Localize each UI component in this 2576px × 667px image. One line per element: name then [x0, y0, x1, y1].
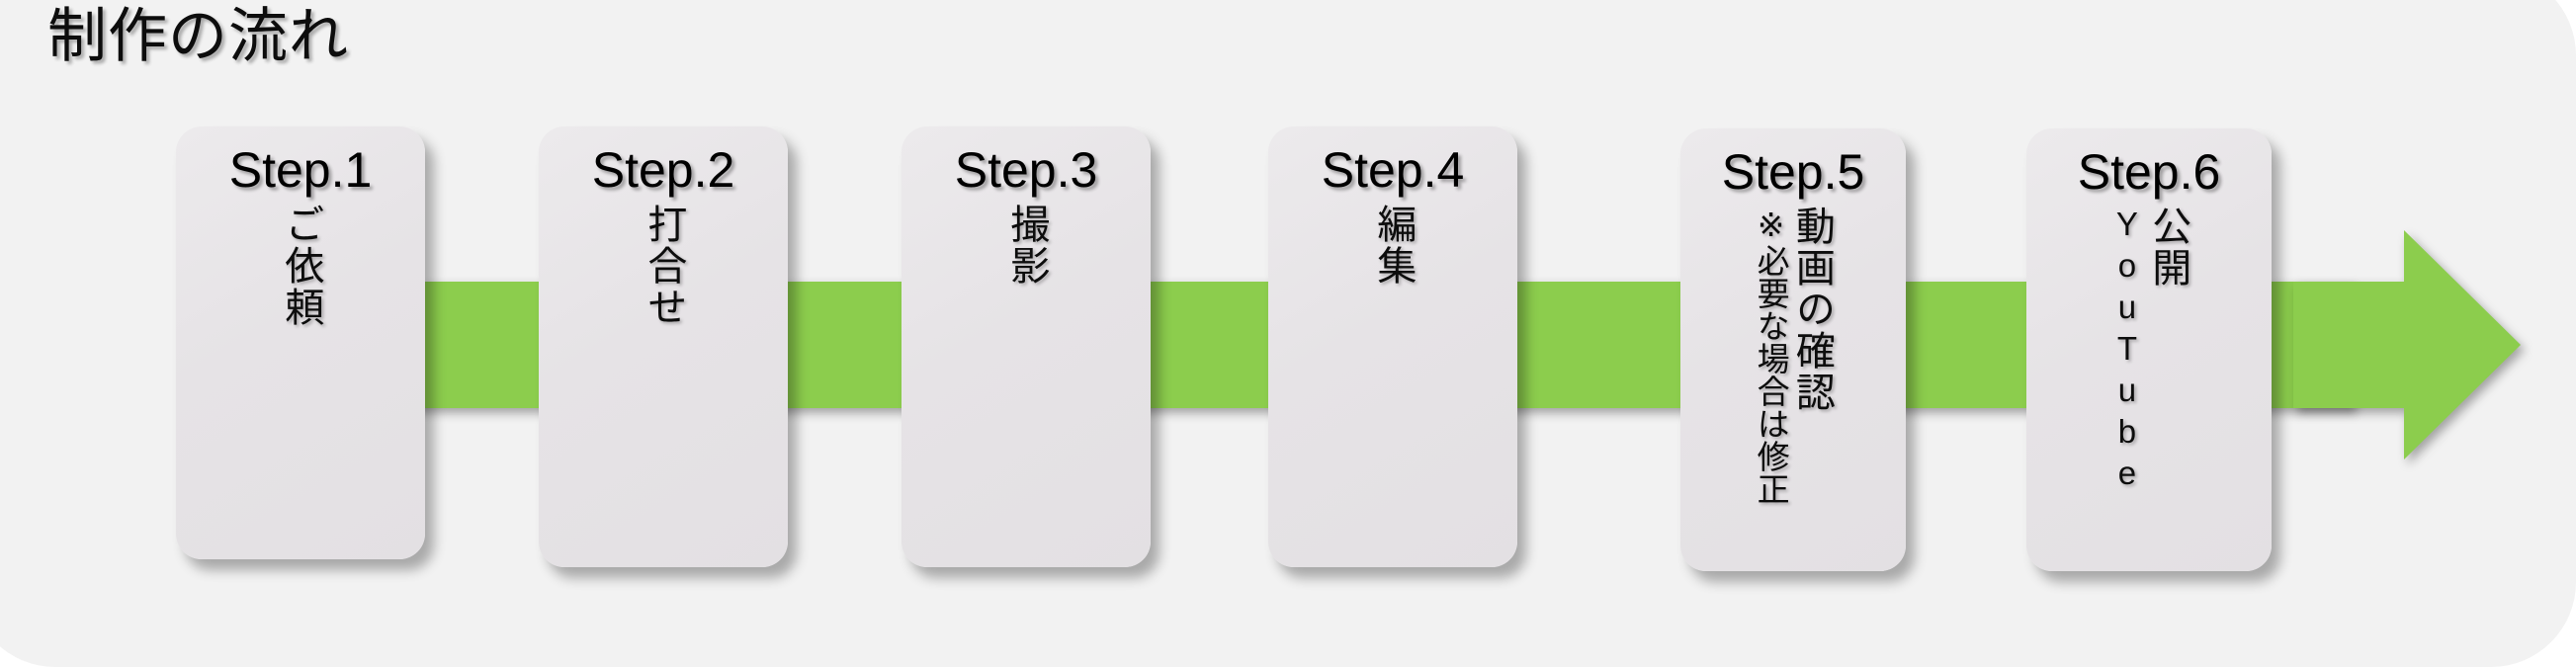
step-card-3-text-column-1: 撮影: [1004, 204, 1049, 287]
step-card-2-body: 打合せ: [539, 204, 788, 328]
step-card-5-text-column-1: 動画の確認: [1789, 206, 1834, 413]
step-card-5[interactable]: Step.5 動画の確認※必要な場合は修正: [1680, 128, 1906, 571]
step-card-4-text-column-1: 編集: [1371, 204, 1416, 287]
page-title: 制作の流れ: [47, 3, 349, 69]
step-card-3-heading: Step.3: [954, 142, 1098, 198]
step-card-1-heading: Step.1: [228, 142, 373, 198]
step-card-6-heading: Step.6: [2077, 144, 2221, 200]
step-card-5-heading: Step.5: [1721, 144, 1865, 200]
step-card-4-body: 編集: [1268, 204, 1517, 287]
step-card-4-heading: Step.4: [1321, 142, 1465, 198]
step-card-2-text-column-1: 打合せ: [642, 204, 686, 328]
step-card-3-body: 撮影: [902, 204, 1151, 287]
step-card-2-heading: Step.2: [591, 142, 735, 198]
step-card-6-text-column-1: 公開: [2146, 206, 2190, 289]
step-card-5-body: 動画の確認※必要な場合は修正: [1680, 206, 1906, 505]
step-card-3[interactable]: Step.3 撮影: [902, 126, 1151, 567]
step-card-1[interactable]: Step.1 ご依頼: [176, 126, 425, 559]
step-card-1-text-column-1: ご依頼: [279, 204, 323, 328]
step-card-6-text-column-2: YouTube: [2108, 206, 2146, 496]
step-card-4[interactable]: Step.4 編集: [1268, 126, 1517, 567]
step-card-1-body: ご依頼: [176, 204, 425, 328]
step-card-2[interactable]: Step.2 打合せ: [539, 126, 788, 567]
step-card-5-text-column-2: ※必要な場合は修正: [1753, 206, 1790, 505]
